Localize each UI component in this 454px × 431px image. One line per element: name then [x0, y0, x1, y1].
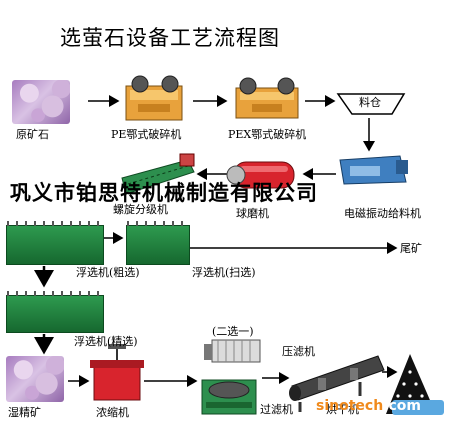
watermark-suffix: .com — [383, 398, 421, 414]
tailings-label: 尾矿 — [400, 242, 422, 255]
company-name-overlay: 巩义市铂思特机械制造有限公司 — [10, 181, 318, 205]
vacuum-filter-machine — [201, 379, 257, 415]
rotary-dryer-machine — [289, 355, 385, 412]
raw-ore-image — [12, 80, 70, 124]
flotation-clean-cells — [6, 291, 104, 333]
diagram-title: 选萤石设备工艺流程图 — [60, 26, 280, 50]
filter-press-machine — [204, 339, 261, 363]
watermark-badge — [392, 400, 444, 415]
ball-mill-label: 球磨机 — [236, 207, 269, 220]
ball-mill-machine — [226, 161, 295, 189]
thickener-label: 浓缩机 — [96, 406, 129, 419]
feeder-label: 电磁振动给料机 — [344, 207, 421, 220]
watermark-prefix: sinotech — [316, 398, 384, 414]
pe-crusher-machine — [125, 75, 183, 121]
flotation-clean-label: 浮选机(精选) — [74, 335, 138, 348]
flotation-rough-label: 浮选机(粗选) — [76, 266, 140, 279]
raw-ore-label: 原矿石 — [16, 128, 49, 141]
filter-press-label: 压滤机 — [282, 345, 315, 358]
flotation-scavenge-cells — [126, 221, 190, 265]
bin-label: 料仓 — [359, 96, 381, 109]
pex-crusher-machine — [235, 77, 299, 119]
flotation-rough-cells — [6, 221, 104, 265]
wet-concentrate-label: 湿精矿 — [8, 406, 41, 419]
dryer-label: 烘干机 — [326, 403, 359, 416]
flotation-scavenge-label: 浮选机(扫选) — [192, 266, 256, 279]
vibrating-feeder-machine — [339, 155, 408, 185]
pex-crusher-label: PEX鄂式破碎机 — [228, 128, 307, 141]
spiral-classifier-machine — [121, 153, 195, 195]
watermark-logo: sinotech.com — [316, 398, 421, 414]
wet-concentrate-image — [6, 356, 64, 402]
classifier-label: 螺旋分级机 — [113, 203, 168, 216]
thickener-machine — [90, 344, 144, 401]
options-label: (二选一) — [212, 325, 254, 338]
pe-crusher-label: PE鄂式破碎机 — [111, 128, 182, 141]
vacuum-filter-label: 过滤机 — [260, 403, 293, 416]
bin-shape — [336, 93, 406, 115]
